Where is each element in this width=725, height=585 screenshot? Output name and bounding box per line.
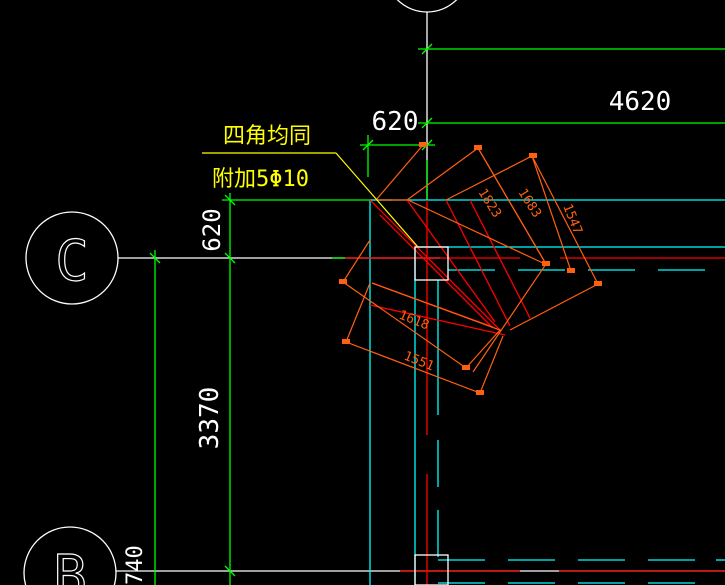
annotation-line1: 四角均同 bbox=[223, 124, 311, 149]
annotation-line2: 附加5Φ10 bbox=[212, 167, 309, 192]
rebar-length-2: 1683 bbox=[515, 186, 544, 221]
axis-top-bubble bbox=[396, 0, 458, 13]
dimension-top-span: 4620 bbox=[609, 87, 672, 117]
dimension-lines bbox=[149, 43, 725, 585]
axis-c-label: C bbox=[55, 229, 89, 294]
centerlines bbox=[345, 199, 725, 585]
rebar-length-1: 1823 bbox=[475, 186, 504, 221]
dimension-left-span: 3370 bbox=[195, 387, 225, 450]
column-box-top bbox=[414, 246, 449, 281]
rebar-length-5: 1551 bbox=[402, 349, 437, 375]
column-box-bottom bbox=[414, 554, 449, 585]
axis-b-bubble: B bbox=[23, 526, 117, 585]
dimension-left-offset: 620 bbox=[198, 208, 226, 251]
dimension-top-offset: 620 bbox=[372, 107, 419, 137]
rebar-length-3: 1547 bbox=[559, 202, 585, 237]
axis-b-label: B bbox=[53, 544, 87, 585]
axis-c-bubble: C bbox=[25, 211, 119, 305]
rebar-end-marks bbox=[339, 142, 602, 395]
rebar-shapes bbox=[342, 144, 599, 394]
corner-annotation: 四角均同 附加5Φ10 bbox=[202, 124, 419, 248]
rebar-length-4: 1618 bbox=[397, 308, 432, 334]
dimension-left-bottom-partial: 740 bbox=[123, 545, 148, 585]
